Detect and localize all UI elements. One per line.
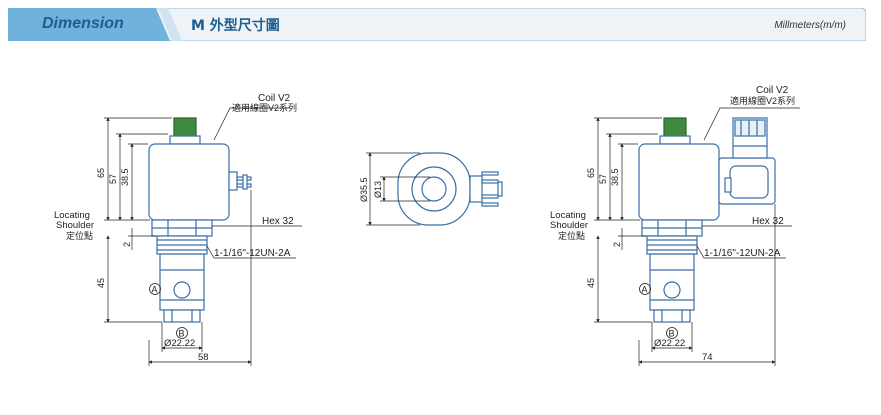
- left-coil-body: [148, 143, 230, 221]
- right-dim-2: 2: [612, 242, 622, 247]
- right-thread-label: 1-1/16"-12UN-2A: [704, 248, 781, 259]
- left-width-58: 58: [198, 352, 209, 363]
- right-locating-3: 定位點: [558, 230, 585, 241]
- left-thread-label: 1-1/16"-12UN-2A: [214, 248, 291, 259]
- left-coil-knob: [173, 117, 197, 139]
- right-dim-65: 65: [586, 168, 596, 178]
- right-side-view: [638, 117, 776, 323]
- right-dimension-lines: [594, 107, 800, 366]
- right-locating-1: Locating: [550, 210, 586, 221]
- right-coil-knob: [663, 117, 687, 139]
- right-port-b: B: [669, 329, 675, 339]
- right-hex-label: Hex 32: [752, 216, 784, 227]
- left-dim-38-5: 38.5: [120, 168, 130, 186]
- left-dim-45: 45: [96, 278, 106, 288]
- top-view: [397, 152, 503, 226]
- right-port-a: A: [642, 285, 648, 295]
- right-port-b-circle: [666, 327, 678, 339]
- right-labels: Coil V2 適用線圈V2系列 65 57 38.5 2 45 Locatin…: [550, 85, 795, 363]
- right-coil-label-cn: 適用線圈V2系列: [730, 95, 795, 106]
- units-label: Millmeters(m/m): [774, 20, 846, 31]
- left-locating-1: Locating: [54, 210, 90, 221]
- top-dimension-lines: [366, 152, 430, 226]
- left-side-view: [148, 117, 252, 323]
- left-port-a: A: [152, 285, 158, 295]
- left-dim-65: 65: [96, 168, 106, 178]
- right-dia-bottom: Ø22.22: [654, 338, 685, 349]
- left-coil-label-cn: 適用線圈V2系列: [232, 102, 297, 113]
- top-dia-outer: Ø35.5: [359, 177, 369, 202]
- right-width-74: 74: [702, 352, 713, 363]
- section-header: Dimension M 外型尺寸圖 Millmeters(m/m): [8, 8, 866, 41]
- left-coil-label: Coil V2: [258, 93, 291, 104]
- left-dia-bottom: Ø22.22: [164, 338, 195, 349]
- left-locating-3: 定位點: [66, 230, 93, 241]
- left-locating-2: Shoulder: [56, 220, 94, 231]
- left-port-b-circle: [176, 327, 188, 339]
- right-locating-2: Shoulder: [550, 220, 588, 231]
- left-port-b: B: [179, 329, 185, 339]
- right-port-a-circle: [639, 283, 651, 295]
- left-hex-label: Hex 32: [262, 216, 294, 227]
- top-dia-inner: Ø13: [373, 181, 383, 198]
- right-coil-label: Coil V2: [756, 85, 789, 96]
- left-dim-57: 57: [108, 174, 118, 184]
- left-dimension-lines: [104, 107, 302, 366]
- left-labels: Coil V2 適用線圈V2系列 65 57 38.5 2 45 Locatin…: [54, 93, 297, 363]
- right-dim-38-5: 38.5: [610, 168, 620, 186]
- left-dim-2: 2: [122, 242, 132, 247]
- section-title: M 外型尺寸圖: [191, 18, 280, 34]
- right-dim-57: 57: [598, 174, 608, 184]
- right-coil-body: [638, 143, 720, 221]
- dimension-tab-label: Dimension: [42, 15, 124, 32]
- left-port-a-circle: [149, 283, 161, 295]
- right-dim-45: 45: [586, 278, 596, 288]
- header-background: [8, 8, 866, 41]
